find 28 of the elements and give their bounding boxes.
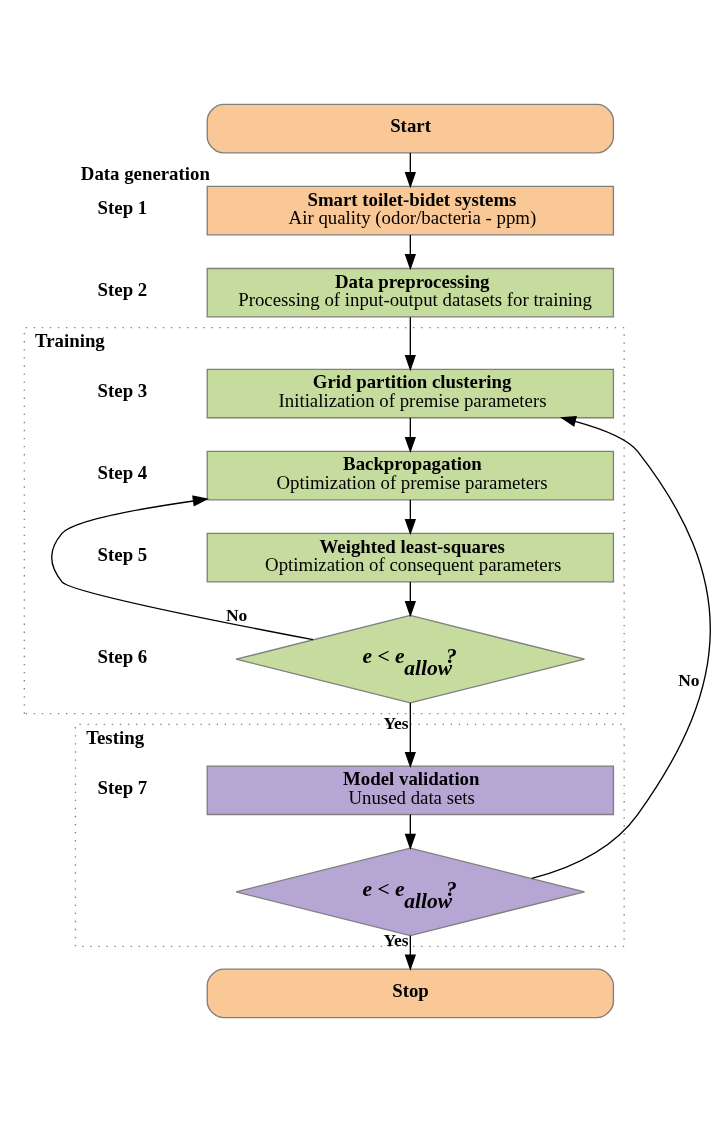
arrow xyxy=(51,495,314,641)
label: Step 7 xyxy=(97,776,148,798)
label: Step 1 xyxy=(97,197,148,219)
label: Step 3 xyxy=(97,380,148,402)
node-box: Smart toilet-bidet systems Air quality (odor/bacteria - ppm) xyxy=(206,185,615,236)
node-box: Weighted least-squares Optimization of consequent parameters xyxy=(206,532,615,583)
arrow xyxy=(404,813,416,850)
edge-label: No xyxy=(678,670,700,691)
label: Step 2 xyxy=(97,279,148,301)
node-box: Grid partition clustering Initialization of premise parameters xyxy=(206,368,615,419)
arrow xyxy=(531,415,711,879)
arrow xyxy=(404,417,416,454)
arrow xyxy=(404,316,416,372)
label: Step 5 xyxy=(97,544,148,566)
node-box: Start xyxy=(206,103,615,154)
arrow xyxy=(404,581,416,618)
arrow xyxy=(404,152,416,189)
label: Step 4 xyxy=(97,462,148,484)
node-label: Data generation xyxy=(80,162,210,184)
arrow xyxy=(404,935,416,971)
node-box: Data preprocessing Processing of input-output datasets for training xyxy=(206,267,615,318)
arrow xyxy=(404,702,416,769)
node-box: Stop xyxy=(206,968,615,1019)
arrow xyxy=(404,499,416,536)
arrow xyxy=(404,234,416,271)
node-box: Model validation Unused data sets xyxy=(206,765,615,816)
node-box: Backpropagation Optimization of premise parameters xyxy=(206,450,615,501)
label: Step 6 xyxy=(97,645,148,667)
